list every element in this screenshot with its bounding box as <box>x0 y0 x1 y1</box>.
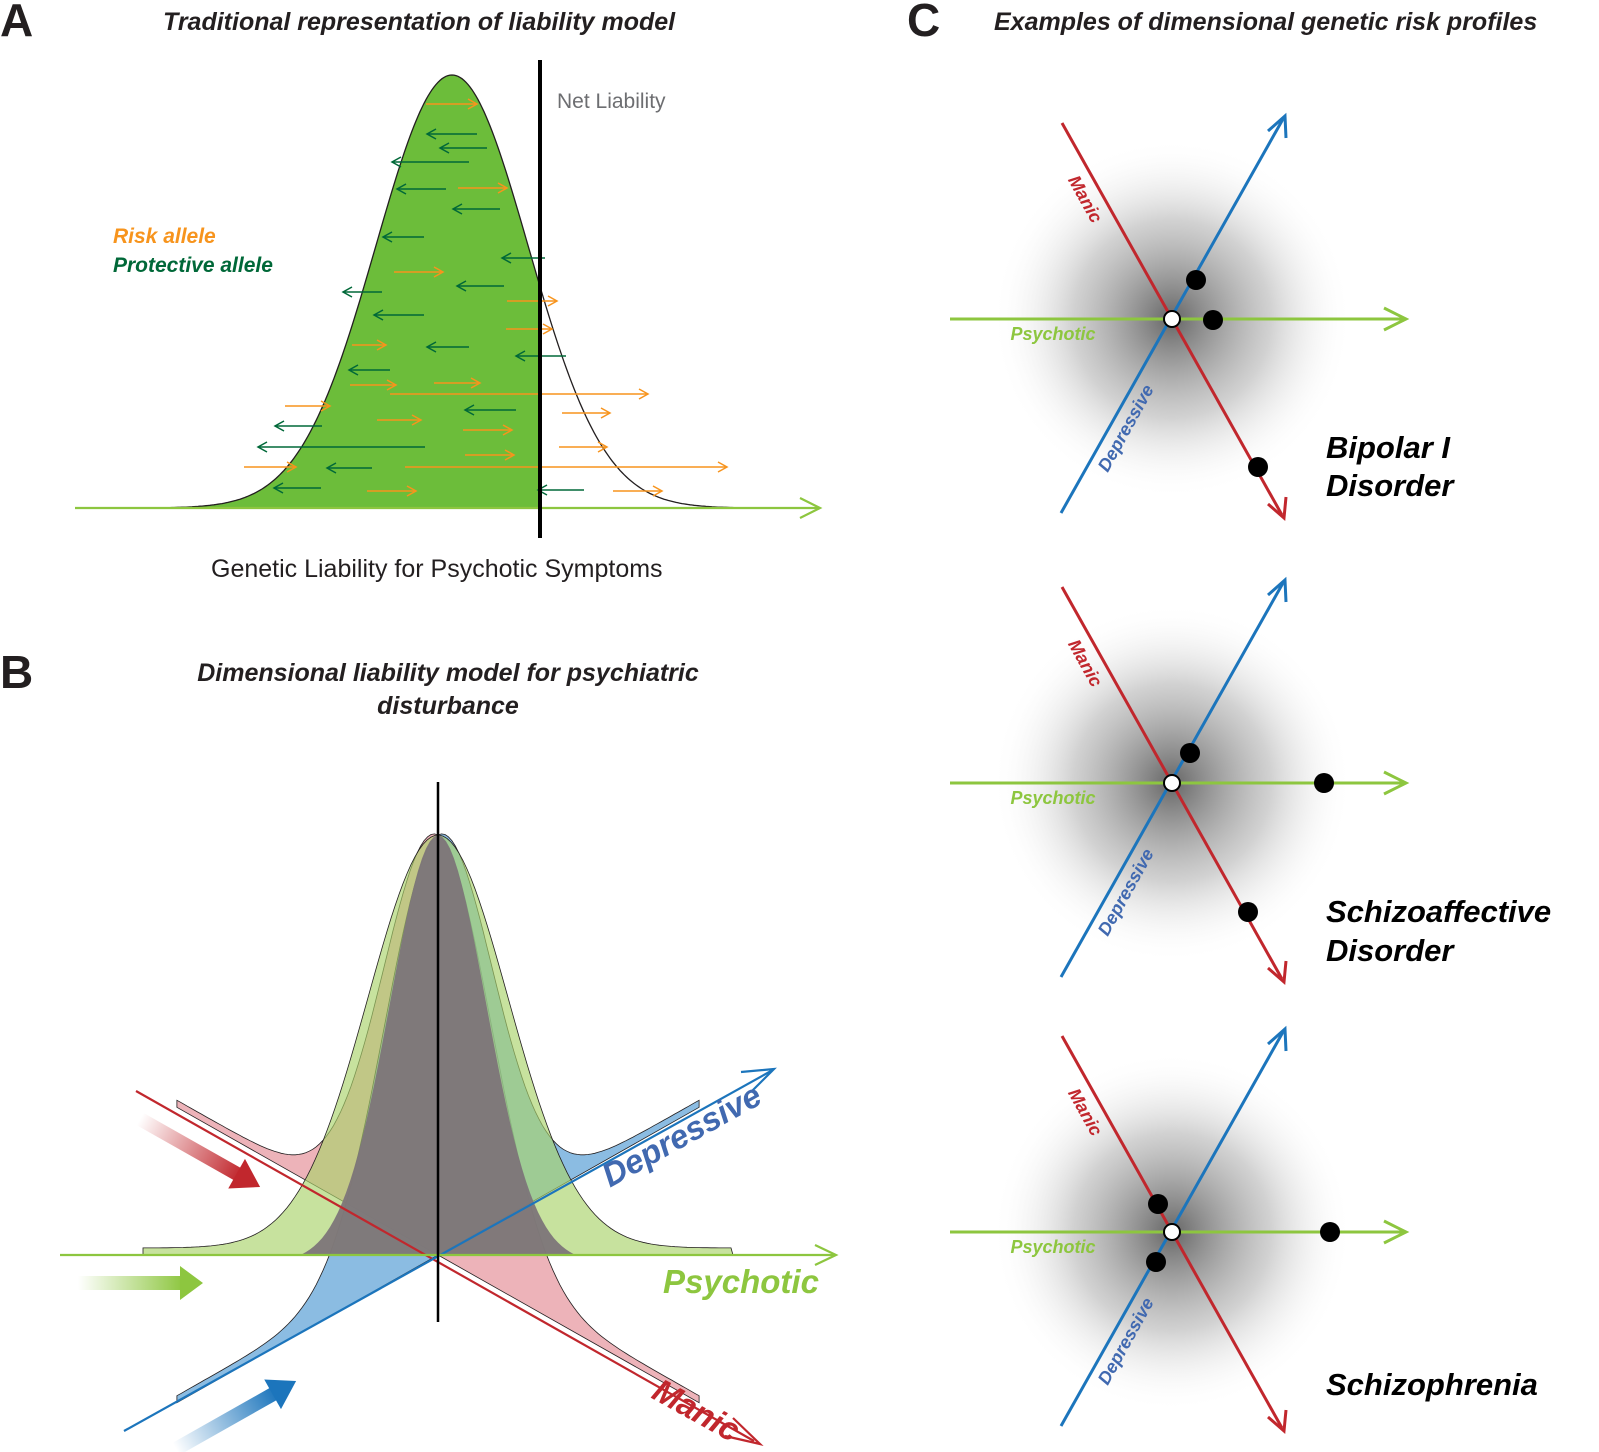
protective-allele-arrow <box>347 364 390 376</box>
panel-a-title: Traditional representation of liability … <box>163 8 676 36</box>
bell-curve-outline <box>140 74 762 509</box>
risk-allele-arrow <box>506 323 554 335</box>
manic-axis-arrowhead <box>1267 960 1288 986</box>
panel-b-psychotic-label: Psychotic <box>663 1263 819 1300</box>
risk-score-dot <box>1314 773 1334 793</box>
disorder-name-line1: Schizoaffective <box>1326 894 1551 929</box>
panel-b-title-line1: Dimensional liability model for psychiat… <box>197 659 699 687</box>
protective-allele-arrow <box>425 128 477 140</box>
panel-a-letter: A <box>0 0 33 46</box>
panel-c: C Examples of dimensional genetic risk p… <box>907 0 1551 1435</box>
depressive-axis-arrowhead <box>1267 1025 1288 1052</box>
disorder-name-line1: Schizophrenia <box>1326 1367 1538 1402</box>
risk-allele-arrow <box>426 98 479 110</box>
liability-axis-arrowhead <box>799 497 823 519</box>
risk-score-dot <box>1148 1194 1168 1214</box>
manic-input-arrow <box>136 1112 261 1189</box>
protective-allele-arrow <box>463 404 516 416</box>
depressive-axis-line <box>123 1070 772 1432</box>
risk-allele-arrow <box>465 449 516 461</box>
panel-a: A Traditional representation of liabilit… <box>0 0 823 583</box>
risk-allele-arrow <box>405 461 729 473</box>
risk-score-dot <box>1238 902 1258 922</box>
risk-allele-arrow <box>613 485 664 497</box>
protective-allele-arrow <box>325 462 372 474</box>
risk-allele-arrow <box>367 485 418 497</box>
risk-score-dot <box>1203 310 1223 330</box>
risk-score-dot <box>1146 1252 1166 1272</box>
protective-allele-arrow <box>536 484 584 496</box>
protective-allele-arrow <box>395 183 446 195</box>
panel-a-x-axis-label: Genetic Liability for Psychotic Symptoms <box>211 555 663 583</box>
risk-allele-arrow <box>394 266 445 278</box>
protective-allele-arrow <box>381 231 424 243</box>
protective-allele-arrow <box>500 252 545 264</box>
risk-score-dot <box>1320 1222 1340 1242</box>
protective-allele-arrow <box>451 203 500 215</box>
psychotic-axis-label: Psychotic <box>1010 1237 1095 1257</box>
psychotic-axis-arrowhead <box>1383 306 1410 332</box>
risk-allele-arrow <box>390 388 650 400</box>
risk-allele-arrow <box>377 414 423 426</box>
psychotic-axis-arrowhead <box>1383 1219 1410 1245</box>
manic-axis-arrowhead <box>724 1417 764 1446</box>
origin-marker <box>1163 1223 1181 1241</box>
depressive-axis-arrowhead <box>1267 112 1288 139</box>
panel-b-title-line2: disturbance <box>377 692 519 720</box>
risk-allele-arrow <box>285 400 332 412</box>
disorder-name-line2: Disorder <box>1326 933 1455 968</box>
psychotic-axis-arrowhead <box>1383 770 1410 796</box>
protective-allele-arrow <box>455 280 504 292</box>
risk-allele-arrow <box>507 295 559 307</box>
manic-axis-arrowhead <box>1267 496 1288 522</box>
protective-allele-arrow <box>272 482 321 494</box>
depressive-axis-arrowhead <box>740 1067 777 1092</box>
panel-b-letter: B <box>0 646 33 698</box>
psychotic-axis-arrowhead <box>814 1244 839 1266</box>
psychotic-axis-label: Psychotic <box>1010 324 1095 344</box>
depressive-axis-arrowhead <box>1267 576 1288 603</box>
protective-allele-arrow <box>341 286 382 298</box>
psychotic-input-arrow <box>78 1266 203 1300</box>
legend-risk-allele: Risk allele <box>113 225 216 248</box>
panel-c-title: Examples of dimensional genetic risk pro… <box>994 8 1537 36</box>
risk-allele-arrow <box>458 182 509 194</box>
depressive-input-arrow <box>172 1379 297 1452</box>
protective-allele-arrow <box>372 309 424 321</box>
protective-allele-arrow <box>425 341 469 353</box>
protective-allele-arrow <box>256 441 425 453</box>
risk-score-dot <box>1186 270 1206 290</box>
risk-allele-arrow <box>244 461 298 473</box>
psychotic-axis-label: Psychotic <box>1010 788 1095 808</box>
risk-allele-arrow <box>350 379 398 391</box>
manic-axis-arrowhead <box>1267 1409 1288 1435</box>
panel-c-letter: C <box>907 0 940 46</box>
disorder-name-line1: Bipolar I <box>1326 430 1451 465</box>
panel-b-depressive-label: Depressive <box>595 1076 767 1194</box>
manic-axis-line <box>135 1090 755 1442</box>
risk-allele-arrow <box>352 339 388 351</box>
disorder-name-line2: Disorder <box>1326 468 1455 503</box>
legend-protective-allele: Protective allele <box>113 254 273 277</box>
risk-allele-arrow <box>559 441 609 453</box>
bell-curve-fill-below-threshold <box>140 75 540 508</box>
origin-marker <box>1163 774 1181 792</box>
protective-allele-arrow <box>273 420 322 432</box>
panel-b-manic-label: Manic <box>647 1371 747 1449</box>
panel-b: B Dimensional liability model for psychi… <box>0 646 839 1452</box>
risk-allele-arrow <box>463 424 514 436</box>
net-liability-label: Net Liability <box>557 90 666 113</box>
risk-score-dot <box>1248 457 1268 477</box>
origin-marker <box>1163 310 1181 328</box>
risk-score-dot <box>1180 743 1200 763</box>
protective-allele-arrow <box>390 156 469 168</box>
protective-allele-arrow <box>438 142 487 154</box>
risk-allele-arrow <box>562 407 612 419</box>
risk-allele-arrow <box>434 377 482 389</box>
